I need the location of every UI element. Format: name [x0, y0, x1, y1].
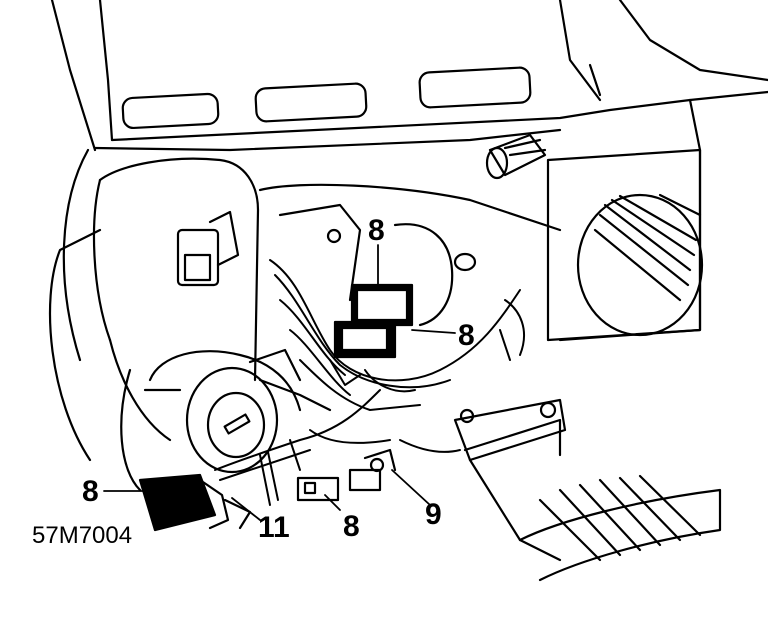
connector-top — [350, 283, 414, 327]
stalk-knob — [485, 133, 547, 180]
round-vent — [546, 148, 704, 342]
lower-bracket — [453, 398, 722, 582]
callout-label-bottom-right: 9 — [425, 498, 442, 531]
callout-label-top-center: 8 — [368, 214, 385, 247]
callout-label-bottom-left-harness: 11 — [258, 511, 290, 544]
connector-middle — [333, 320, 397, 359]
wiring-harness — [214, 259, 525, 506]
connector-bottom-left — [138, 473, 252, 532]
connector-bottom-right — [296, 448, 397, 502]
center-housing — [258, 183, 562, 412]
column-shroud — [48, 148, 260, 492]
callout-label-right-connector: 8 — [458, 319, 475, 352]
callout-label-left-connector: 8 — [82, 475, 99, 508]
callout-label-bottom-center: 8 — [343, 510, 360, 543]
dash-vents — [121, 63, 602, 130]
ignition-lock — [143, 348, 302, 474]
leader-lines — [103, 244, 456, 521]
figure-reference-code: 57M7004 — [32, 522, 133, 549]
